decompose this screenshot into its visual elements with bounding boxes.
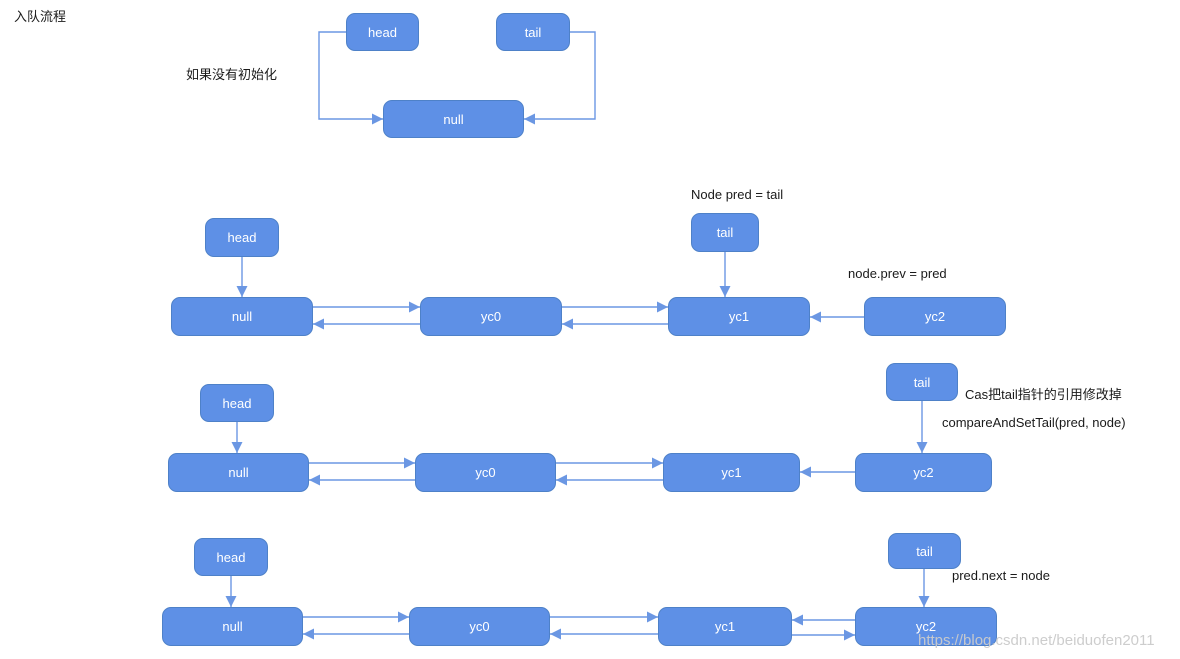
step4-node-null: null xyxy=(162,607,303,646)
step1-node-null: null xyxy=(383,100,524,138)
step3-node-yc2: yc2 xyxy=(855,453,992,492)
step2-connectors xyxy=(236,252,864,330)
step3-annotation-code: compareAndSetTail(pred, node) xyxy=(942,415,1126,430)
step2-node-yc2: yc2 xyxy=(864,297,1006,336)
step4-annotation: pred.next = node xyxy=(952,568,1050,583)
step4-node-tail: tail xyxy=(888,533,961,569)
step3-node-yc0: yc0 xyxy=(415,453,556,492)
step2-node-head: head xyxy=(205,218,279,257)
step3-node-head: head xyxy=(200,384,274,422)
step4-node-yc0: yc0 xyxy=(409,607,550,646)
step2-node-null: null xyxy=(171,297,313,336)
step3-node-tail: tail xyxy=(886,363,958,401)
step2-node-yc1: yc1 xyxy=(668,297,810,336)
step3-annotation-cas: Cas把tail指针的引用修改掉 xyxy=(965,387,1122,402)
step3-node-null: null xyxy=(168,453,309,492)
step2-annotation-pred: Node pred = tail xyxy=(691,187,784,202)
step2-node-yc0: yc0 xyxy=(420,297,562,336)
step3-connectors xyxy=(231,401,928,486)
step1-annotation: 如果没有初始化 xyxy=(186,67,278,82)
step4-node-head: head xyxy=(194,538,268,576)
step4-connectors xyxy=(225,569,930,641)
step4-node-yc2: yc2 xyxy=(855,607,997,646)
step2-node-tail: tail xyxy=(691,213,759,252)
watermark-text: https://blog.csdn.net/beiduofen2011 xyxy=(918,632,1155,649)
step4-node-yc1: yc1 xyxy=(658,607,792,646)
page-title: 入队流程 xyxy=(14,9,67,24)
step1-connectors xyxy=(318,31,596,125)
step1-node-tail: tail xyxy=(496,13,570,51)
step2-annotation-prev: node.prev = pred xyxy=(848,266,947,281)
step1-node-head: head xyxy=(346,13,419,51)
step3-node-yc1: yc1 xyxy=(663,453,800,492)
